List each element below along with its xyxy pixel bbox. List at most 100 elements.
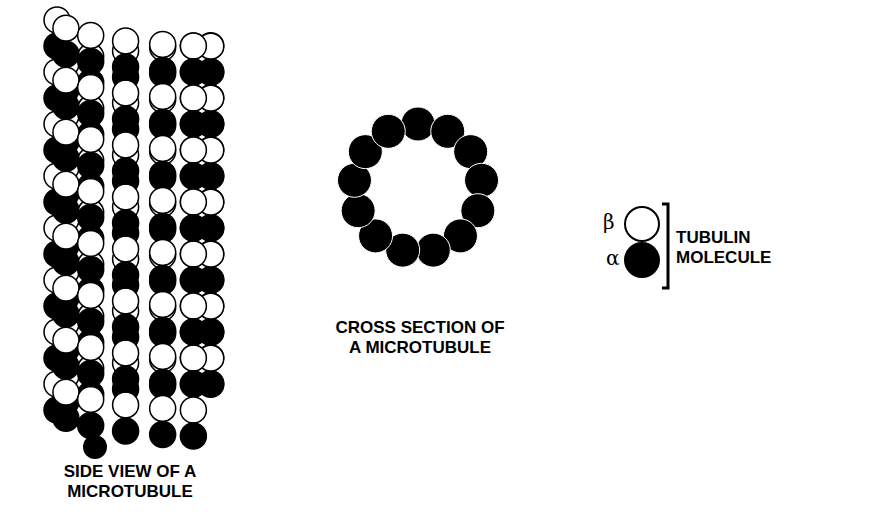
tubulin-subunit — [113, 288, 139, 314]
tubulin-subunit — [78, 282, 104, 308]
legend-label: α — [606, 247, 620, 270]
tubulin-subunit — [53, 93, 79, 119]
tubulin-subunit — [150, 57, 176, 83]
tubulin-subunit — [150, 187, 176, 213]
tubulin-subunit — [180, 137, 206, 163]
tubulin-subunit — [113, 132, 139, 158]
tubulin-subunit — [150, 109, 176, 135]
tubulin-subunit — [113, 262, 139, 288]
tubulin-subunit — [180, 59, 206, 85]
protofilament — [465, 163, 499, 197]
tubulin-subunit — [150, 31, 176, 57]
tubulin-subunit — [53, 327, 79, 353]
tubulin-subunit — [180, 293, 206, 319]
tubulin-subunit — [150, 213, 176, 239]
tubulin-subunit — [83, 435, 107, 459]
tubulin-subunit — [78, 48, 104, 74]
tubulin-subunit — [113, 184, 139, 210]
tubulin-subunit — [53, 249, 79, 275]
tubulin-subunit — [150, 317, 176, 343]
tubulin-subunit — [78, 412, 104, 438]
tubulin-subunit — [53, 405, 79, 431]
tubulin-subunit — [53, 223, 79, 249]
tubulin-subunit — [180, 163, 206, 189]
tubulin-subunit — [150, 291, 176, 317]
tubulin-subunit — [78, 22, 104, 48]
tubulin-subunit — [180, 267, 206, 293]
tubulin-subunit — [180, 85, 206, 111]
legend-label: β — [603, 211, 615, 234]
legend-swatch — [625, 207, 659, 241]
tubulin-subunit — [78, 308, 104, 334]
tubulin-subunit — [113, 392, 139, 418]
protofilament — [416, 233, 450, 267]
tubulin-subunit — [113, 158, 139, 184]
tubulin-subunit — [150, 161, 176, 187]
tubulin-subunit — [78, 204, 104, 230]
microtubule-cross-section — [337, 107, 498, 267]
figure-label: TUBULIN MOLECULE — [676, 228, 826, 267]
tubulin-subunit — [78, 178, 104, 204]
tubulin-subunit — [113, 28, 139, 54]
tubulin-subunit — [180, 33, 206, 59]
figure-label: SIDE VIEW OF A MICROTUBULE — [35, 462, 225, 501]
tubulin-subunit — [180, 319, 206, 345]
tubulin-subunit — [180, 241, 206, 267]
tubulin-subunit — [180, 319, 206, 345]
tubulin-subunit — [180, 371, 206, 397]
legend-swatch — [625, 243, 659, 277]
tubulin-subunit — [113, 106, 139, 132]
tubulin-subunit — [180, 267, 206, 293]
tubulin-subunit — [78, 360, 104, 386]
tubulin-subunit — [150, 369, 176, 395]
tubulin-subunit — [53, 67, 79, 93]
tubulin-subunit — [53, 275, 79, 301]
protofilament — [371, 114, 405, 148]
tubulin-subunit — [53, 15, 79, 41]
tubulin-subunit — [113, 340, 139, 366]
tubulin-subunit — [180, 215, 206, 241]
tubulin-subunit — [53, 197, 79, 223]
tubulin-subunit — [150, 239, 176, 265]
tubulin-subunit — [53, 145, 79, 171]
tubulin-subunit — [180, 137, 206, 163]
tubulin-subunit — [180, 215, 206, 241]
tubulin-subunit — [180, 189, 206, 215]
tubulin-subunit — [113, 54, 139, 80]
tubulin-subunit — [180, 189, 206, 215]
tubulin-subunit — [113, 236, 139, 262]
tubulin-subunit — [180, 111, 206, 137]
tubulin-subunit — [150, 265, 176, 291]
tubulin-legend — [625, 207, 659, 277]
tubulin-subunit — [78, 152, 104, 178]
tubulin-subunit — [78, 334, 104, 360]
tubulin-subunit — [150, 421, 176, 447]
tubulin-subunit — [53, 41, 79, 67]
tubulin-subunit — [53, 171, 79, 197]
tubulin-subunit — [113, 366, 139, 392]
tubulin-subunit — [78, 74, 104, 100]
bracket — [662, 204, 668, 288]
tubulin-subunit — [150, 343, 176, 369]
tubulin-subunit — [113, 210, 139, 236]
tubulin-subunit — [53, 353, 79, 379]
protofilament — [401, 107, 435, 141]
tubulin-subunit — [180, 59, 206, 85]
tubulin-subunit — [180, 345, 206, 371]
tubulin-subunit — [150, 135, 176, 161]
tubulin-subunit — [113, 418, 139, 444]
tubulin-subunit — [180, 397, 206, 423]
tubulin-subunit — [53, 119, 79, 145]
tubulin-subunit — [180, 293, 206, 319]
tubulin-subunit — [78, 256, 104, 282]
tubulin-subunit — [113, 80, 139, 106]
tubulin-subunit — [180, 345, 206, 371]
tubulin-subunit — [53, 379, 79, 405]
tubulin-subunit — [180, 111, 206, 137]
tubulin-subunit — [78, 126, 104, 152]
microtubule-side-view — [44, 7, 224, 459]
tubulin-subunit — [150, 395, 176, 421]
tubulin-subunit — [78, 100, 104, 126]
tubulin-subunit — [180, 163, 206, 189]
tubulin-subunit — [180, 85, 206, 111]
